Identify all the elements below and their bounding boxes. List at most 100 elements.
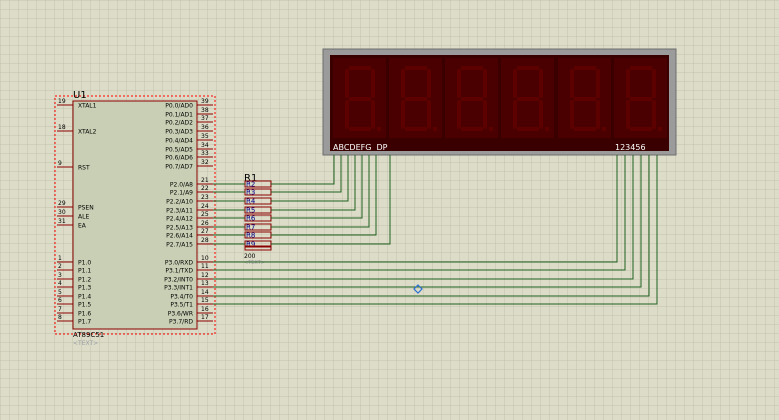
mcu-pin-number: 8: [58, 314, 62, 321]
mcu-pin-number: 1: [58, 255, 62, 262]
digit-segment: [517, 127, 539, 131]
mcu-pin-name: P2.2/A10: [166, 199, 193, 206]
mcu-pin-number: 16: [201, 306, 209, 313]
digit-segment: [539, 100, 543, 129]
digit-decimal-point: [433, 127, 437, 131]
digit-segment: [652, 100, 656, 129]
mcu-pin-number: 38: [201, 107, 209, 114]
probe-marker-icon[interactable]: [413, 284, 423, 294]
mcu-pin-number: 9: [58, 160, 62, 167]
digit-segment: [630, 127, 652, 131]
digit-segment: [405, 66, 427, 70]
wire: [213, 155, 642, 288]
digit-segment: [461, 97, 483, 101]
mcu-pin-number: 7: [58, 306, 62, 313]
digit-segment: [513, 100, 517, 129]
mcu-pin-name: P2.5/A13: [166, 225, 193, 232]
mcu-pin-number: 11: [201, 263, 209, 270]
digit-segment: [596, 69, 600, 98]
wire: [213, 155, 650, 297]
wire: [213, 155, 626, 271]
mcu-body: [72, 100, 198, 330]
mcu-pin-number: 18: [58, 124, 66, 131]
digit-segment: [483, 100, 487, 129]
digit-pins-label: 123456: [615, 143, 646, 152]
mcu-part-name: AT89C51: [73, 331, 104, 339]
mcu-pin-name: P2.3/A11: [166, 208, 193, 215]
mcu-pin-number: 6: [58, 297, 62, 304]
digit-segment: [652, 69, 656, 98]
mcu-pin-number: 12: [201, 272, 209, 279]
mcu-pin-number: 39: [201, 98, 209, 105]
mcu-pin-name: P3.2/INT0: [164, 277, 193, 284]
mcu-pin-number: 32: [201, 159, 209, 166]
digit-segment: [401, 100, 405, 129]
mcu-pin-number: 5: [58, 289, 62, 296]
mcu-pin-number: 15: [201, 297, 209, 304]
mcu-pin-name: P0.7/AD7: [165, 164, 193, 171]
mcu-pin-name: P0.5/AD5: [165, 147, 193, 154]
display-digits: [333, 58, 667, 138]
mcu-pin-name: P3.4/T0: [170, 294, 193, 301]
digit-segment: [427, 100, 431, 129]
mcu-pin-number: 13: [201, 280, 209, 287]
microcontroller[interactable]: U1 AT89C51 <TEXT> 19XTAL118XTAL29RST29PS…: [54, 90, 216, 347]
mcu-pin-name: P3.6/WR: [168, 311, 193, 318]
mcu-reference: U1: [73, 90, 87, 101]
mcu-pin-name: EA: [78, 223, 87, 230]
wire: [213, 155, 618, 263]
digit-segment: [626, 69, 630, 98]
segment-pins-label: ABCDEFG DP: [333, 143, 388, 152]
mcu-pin-name: P2.7/A15: [166, 242, 193, 249]
digit-segment: [345, 69, 349, 98]
mcu-pin-number: 34: [201, 142, 209, 149]
mcu-pin-number: 22: [201, 185, 209, 192]
mcu-pin-name: P3.1/TXD: [165, 268, 193, 275]
digit-decimal-point: [602, 127, 606, 131]
wire: [271, 155, 349, 202]
mcu-pin-number: 14: [201, 289, 209, 296]
digit-segment: [427, 69, 431, 98]
digit-segment: [405, 127, 427, 131]
mcu-pin-name: P1.5: [78, 302, 91, 309]
resistor-label: R8: [246, 232, 255, 240]
wire: [213, 155, 634, 280]
digit-segment: [539, 69, 543, 98]
wire: [271, 155, 342, 193]
mcu-pin-name: P0.0/AD0: [165, 103, 193, 110]
digit-segment: [517, 66, 539, 70]
digit-segment: [345, 100, 349, 129]
resistor-label: R6: [246, 215, 256, 223]
mcu-pin-number: 29: [58, 200, 66, 207]
mcu-pin-name: P2.6/A14: [166, 233, 193, 240]
mcu-pin-number: 10: [201, 255, 209, 262]
resistor-common-body: [244, 245, 272, 251]
digit-segment: [630, 97, 652, 101]
mcu-left-pins: 19XTAL118XTAL29RST29PSEN30ALE31EA1P1.02P…: [57, 98, 97, 326]
mcu-pin-number: 37: [201, 115, 209, 122]
digit-segment: [574, 66, 596, 70]
mcu-pin-name: P2.4/A12: [166, 216, 193, 223]
digit-segment: [630, 66, 652, 70]
digit-decimal-point: [658, 127, 662, 131]
mcu-pin-name: P1.2: [78, 277, 91, 284]
seven-segment-display[interactable]: ABCDEFG DP 123456: [322, 48, 677, 156]
wires: [213, 155, 658, 305]
resistor-text-placeholder: <TEXT>: [244, 260, 265, 266]
mcu-pin-name: P0.1/AD1: [165, 112, 193, 119]
wire: [271, 155, 335, 185]
display-face: [330, 55, 669, 151]
mcu-pin-name: P0.4/AD4: [165, 138, 193, 145]
resistor-label: R3: [246, 189, 255, 197]
mcu-pin-name: P1.4: [78, 294, 91, 301]
mcu-pin-name: P1.0: [78, 260, 91, 267]
mcu-pin-number: 3: [58, 272, 62, 279]
wire: [271, 155, 377, 236]
mcu-pin-name: P1.7: [78, 319, 91, 326]
resistor-label: R5: [246, 207, 255, 215]
mcu-pin-number: 30: [58, 209, 66, 216]
mcu-selection-box: [54, 95, 216, 335]
